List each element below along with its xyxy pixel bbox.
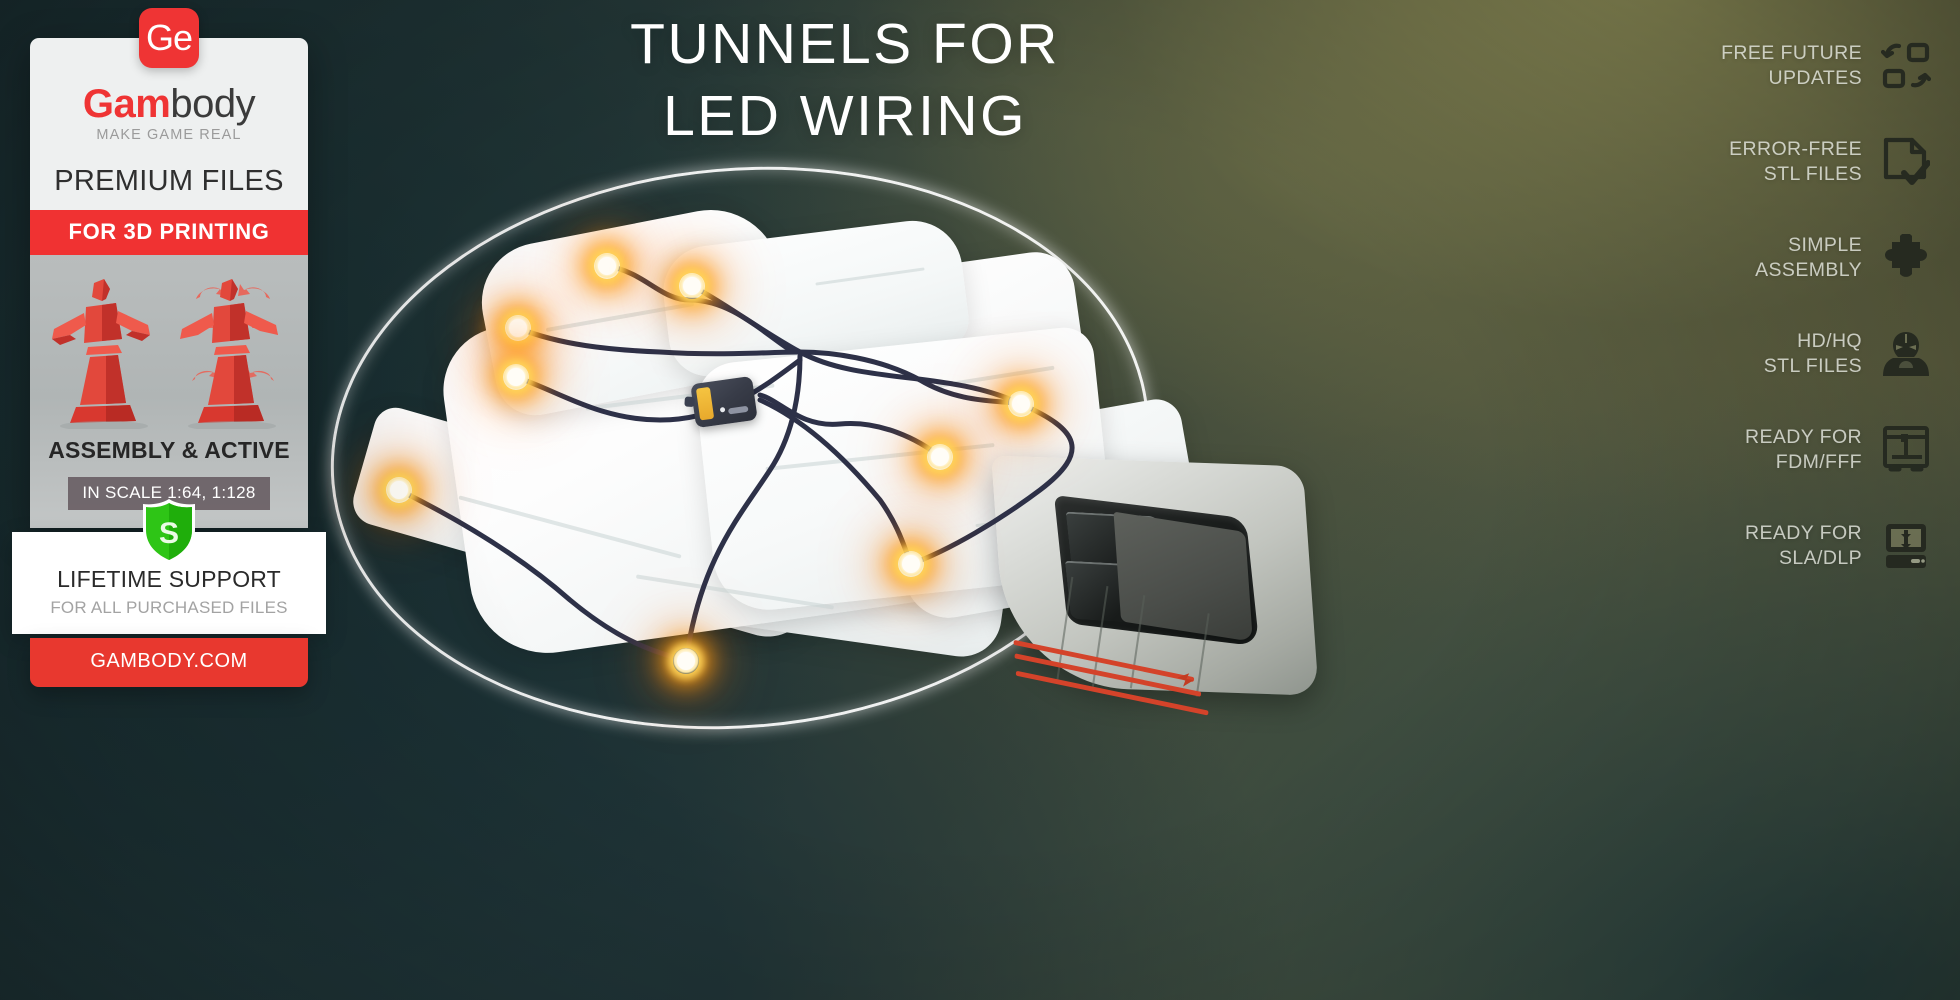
for-3d-printing-banner: FOR 3D PRINTING bbox=[30, 210, 308, 255]
brand-wordmark-first: Gam bbox=[82, 82, 171, 126]
feature-item-hd-hq-stl-files: HD/HQ STL FILES bbox=[1702, 306, 1932, 402]
cockpit-nose-section bbox=[990, 419, 1339, 731]
led-point bbox=[927, 444, 953, 470]
led-point bbox=[594, 253, 620, 279]
lifetime-support-box: S LIFETIME SUPPORT FOR ALL PURCHASED FIL… bbox=[12, 499, 326, 634]
figurine-illustrations bbox=[30, 269, 308, 431]
page-title-line-2: LED WIRING bbox=[663, 84, 1027, 148]
page-title: TUNNELS FOR LED WIRING bbox=[430, 8, 1260, 152]
led-point bbox=[673, 648, 699, 674]
sync-updates-icon bbox=[1880, 40, 1932, 92]
feature-label: ERROR-FREE STL FILES bbox=[1729, 138, 1862, 185]
led-point bbox=[898, 551, 924, 577]
premium-files-label: PREMIUM FILES bbox=[54, 165, 284, 197]
feature-label: SIMPLE ASSEMBLY bbox=[1755, 234, 1862, 281]
assembly-active-figures-icon bbox=[52, 279, 278, 431]
led-point bbox=[386, 477, 412, 503]
feature-item-free-future-updates: FREE FUTURE UPDATES bbox=[1702, 18, 1932, 114]
feature-label: READY FOR FDM/FFF bbox=[1744, 426, 1862, 473]
lifetime-support-title: LIFETIME SUPPORT bbox=[57, 566, 281, 592]
feature-label: FREE FUTURE UPDATES bbox=[1721, 42, 1862, 89]
battery-controller-box bbox=[684, 375, 758, 429]
fdm-printer-icon bbox=[1880, 424, 1932, 476]
support-shield-icon: S bbox=[143, 499, 195, 563]
hero-bust-icon bbox=[1880, 328, 1932, 380]
lifetime-support-subtitle: FOR ALL PURCHASED FILES bbox=[50, 598, 288, 617]
brand-wordmark: Gambody bbox=[30, 82, 308, 126]
led-point bbox=[679, 273, 705, 299]
feature-item-error-free-stl-files: ERROR-FREE STL FILES bbox=[1702, 114, 1932, 210]
shield-letter: S bbox=[159, 517, 179, 550]
feature-list: FREE FUTURE UPDATES ERROR-FREE STL FILES bbox=[1702, 18, 1932, 594]
feature-label: READY FOR SLA/DLP bbox=[1744, 522, 1862, 569]
gambody-website-link[interactable]: GAMBODY.COM bbox=[30, 638, 308, 687]
card-body: ASSEMBLY & ACTIVE IN SCALE 1:64, 1:128 bbox=[30, 255, 308, 528]
document-check-icon bbox=[1880, 136, 1932, 188]
promo-card: Ge Gambody MAKE GAME REAL PREMIUM FILES … bbox=[12, 8, 326, 687]
feature-item-ready-for-sla-dlp: READY FOR SLA/DLP bbox=[1702, 498, 1932, 594]
led-point bbox=[1008, 391, 1034, 417]
sla-printer-icon bbox=[1880, 520, 1932, 572]
led-point bbox=[503, 364, 529, 390]
feature-label: HD/HQ STL FILES bbox=[1763, 330, 1862, 377]
brand-wordmark-second: body bbox=[170, 82, 256, 126]
puzzle-piece-icon bbox=[1880, 232, 1932, 284]
brand-tagline: MAKE GAME REAL bbox=[96, 127, 242, 143]
feature-item-simple-assembly: SIMPLE ASSEMBLY bbox=[1702, 210, 1932, 306]
feature-item-ready-for-fdm-fff: READY FOR FDM/FFF bbox=[1702, 402, 1932, 498]
assembly-active-label: ASSEMBLY & ACTIVE bbox=[48, 437, 290, 463]
page-title-line-1: TUNNELS FOR bbox=[630, 12, 1060, 76]
gambody-logo-badge: Ge bbox=[139, 8, 199, 68]
led-point bbox=[505, 315, 531, 341]
